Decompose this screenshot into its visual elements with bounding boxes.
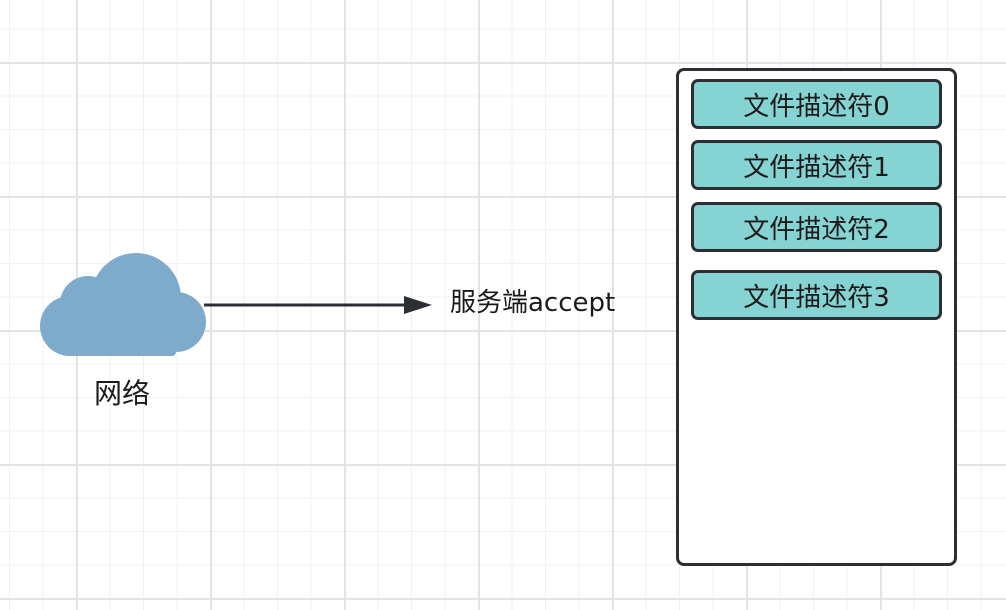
accept-arrow [204,296,432,314]
cloud-icon [40,253,206,356]
fd-item-0: 文件描述符0 [691,79,942,129]
network-label: 网络 [93,377,150,410]
fd-item-1: 文件描述符1 [691,140,942,190]
fd-item-3: 文件描述符3 [691,270,942,320]
fd-item-2: 文件描述符2 [691,202,942,252]
fd-table: 文件描述符0 文件描述符1 文件描述符2 文件描述符3 [676,68,957,566]
accept-label: 服务端accept [450,288,616,318]
